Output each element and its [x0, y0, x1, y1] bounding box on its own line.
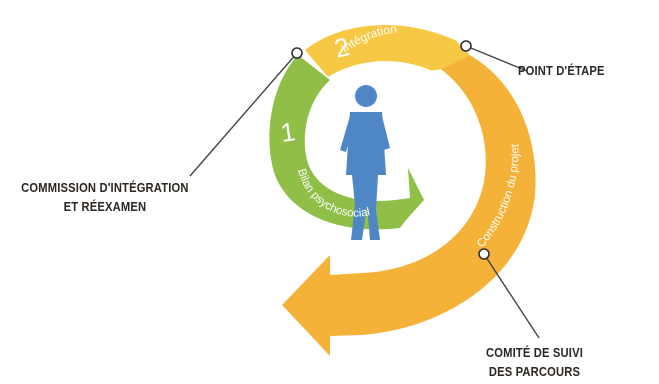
- stage-bilan-arc: [269, 55, 424, 230]
- callout-commission-line2: ET RÉEXAMEN: [63, 199, 147, 214]
- callout-commission-line1: COMMISSION D'INTÉGRATION: [21, 180, 189, 195]
- callout-line-point-etape: [465, 45, 528, 72]
- callout-point-etape: POINT D'ÉTAPE: [518, 61, 605, 80]
- stage-construction-arc: [282, 48, 536, 356]
- stage-integration-arc: [305, 25, 470, 78]
- person-silhouette-icon: [340, 85, 390, 240]
- callout-comite: COMITÉ DE SUIVI DES PARCOURS: [470, 343, 599, 381]
- callout-line-comite: [483, 253, 540, 339]
- milestone-marker-icon: [460, 40, 472, 52]
- callout-comite-line2: DES PARCOURS: [488, 364, 581, 379]
- callout-line-commission: [189, 52, 298, 177]
- milestone-marker-icon: [291, 47, 303, 59]
- callout-comite-line1: COMITÉ DE SUIVI: [485, 345, 583, 360]
- stage-number-1: 1: [279, 116, 298, 148]
- milestone-marker-icon: [478, 248, 490, 260]
- stage-number-2: 2: [331, 31, 352, 64]
- callout-point-etape-text: POINT D'ÉTAPE: [518, 63, 605, 78]
- callout-commission: COMMISSION D'INTÉGRATION ET RÉEXAMEN: [6, 178, 204, 216]
